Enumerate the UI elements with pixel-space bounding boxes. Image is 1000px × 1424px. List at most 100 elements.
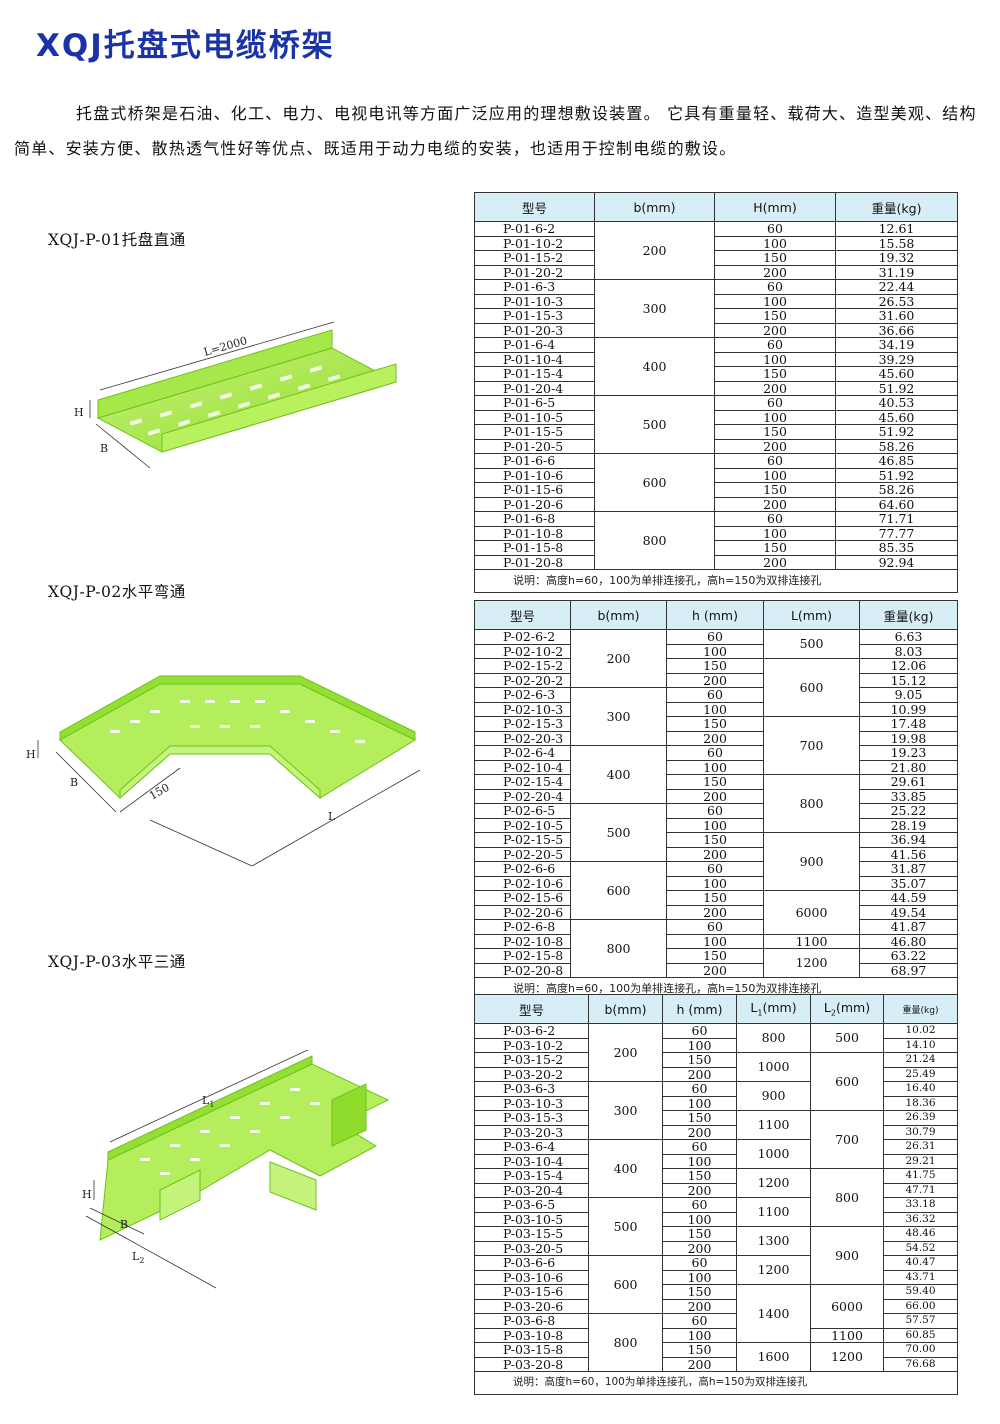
weight-cell: 76.68 [883, 1356, 958, 1372]
weight-cell: 77.77 [835, 525, 958, 541]
weight-cell: 59.40 [883, 1284, 958, 1300]
weight-cell: 34.19 [835, 337, 958, 353]
column-header: H(mm) [714, 192, 836, 222]
tee-right-inner-wall [269, 1161, 317, 1211]
model-cell: P-03-15-5 [474, 1226, 589, 1242]
model-cell: P-01-6-4 [474, 337, 595, 353]
weight-cell: 44.59 [859, 890, 958, 906]
column-header: 型号 [474, 600, 571, 630]
weight-cell: 19.32 [835, 250, 958, 266]
product-label-p01: XQJ-P-01托盘直通 [48, 231, 186, 249]
model-cell: P-01-20-5 [474, 438, 595, 454]
height-cell: 60 [662, 1023, 737, 1039]
weight-cell: 46.80 [859, 933, 958, 949]
height-cell: 60 [714, 279, 836, 295]
weight-cell: 33.18 [883, 1197, 958, 1213]
l1-cell: 800 [736, 1023, 811, 1053]
model-cell: P-02-6-5 [474, 803, 571, 819]
model-cell: P-03-6-4 [474, 1139, 589, 1155]
length-cell: 600 [763, 658, 860, 717]
column-header: L2(mm) [810, 994, 884, 1024]
tee-l1-label: L1 [202, 1094, 214, 1109]
model-cell: P-03-10-3 [474, 1095, 589, 1111]
model-cell: P-03-15-8 [474, 1342, 589, 1358]
width-cell: 600 [570, 861, 667, 920]
l1-cell: 900 [736, 1081, 811, 1111]
weight-cell: 26.39 [883, 1110, 958, 1126]
height-cell: 60 [666, 687, 764, 703]
table-note: 说明：高度h=60，100为单排连接孔，高h=150为双排连接孔 [474, 569, 958, 593]
height-cell: 200 [662, 1182, 737, 1198]
note-row: 说明：高度h=60，100为单排连接孔，高h=150为双排连接孔 [474, 569, 958, 593]
height-cell: 60 [662, 1197, 737, 1213]
height-cell: 100 [714, 409, 836, 425]
column-header: L1(mm) [736, 994, 811, 1024]
column-header: h (mm) [666, 600, 764, 630]
height-cell: 150 [662, 1168, 737, 1184]
weight-cell: 64.60 [835, 496, 958, 512]
model-cell: P-02-10-2 [474, 643, 571, 659]
model-cell: P-02-6-3 [474, 687, 571, 703]
height-cell: 150 [666, 890, 764, 906]
elbow-outer-wall [59, 675, 416, 741]
l2-cell: 600 [810, 1052, 884, 1111]
l2-cell: 700 [810, 1110, 884, 1169]
width-cell: 300 [588, 1081, 663, 1140]
model-cell: P-02-15-6 [474, 890, 571, 906]
product-label-p03: XQJ-P-03水平三通 [48, 953, 186, 971]
height-cell: 200 [666, 672, 764, 688]
width-cell: 500 [588, 1197, 663, 1256]
model-cell: P-03-6-3 [474, 1081, 589, 1097]
horizontal-elbow-illustration: H B 150 L [26, 675, 420, 867]
model-cell: P-03-10-4 [474, 1153, 589, 1169]
height-cell: 60 [714, 221, 836, 237]
length-cell: 500 [763, 629, 860, 659]
weight-cell: 60.85 [883, 1327, 958, 1343]
weight-cell: 31.87 [859, 861, 958, 877]
height-cell: 200 [662, 1240, 737, 1256]
weight-cell: 15.58 [835, 235, 958, 251]
l1-cell: 1000 [736, 1052, 811, 1082]
width-cell: 600 [588, 1255, 663, 1314]
height-cell: 150 [662, 1110, 737, 1126]
height-cell: 200 [662, 1356, 737, 1372]
model-cell: P-02-6-4 [474, 745, 571, 761]
height-cell: 100 [662, 1095, 737, 1111]
model-cell: P-02-10-3 [474, 701, 571, 717]
weight-cell: 57.57 [883, 1313, 958, 1329]
elbow-inner-wall [119, 745, 321, 800]
model-cell: P-01-20-2 [474, 264, 595, 280]
model-cell: P-02-15-5 [474, 832, 571, 848]
height-cell: 100 [714, 293, 836, 309]
l2-cell: 900 [810, 1226, 884, 1285]
weight-cell: 18.36 [883, 1095, 958, 1111]
weight-cell: 45.60 [835, 409, 958, 425]
height-cell: 60 [666, 629, 764, 645]
weight-cell: 12.61 [835, 221, 958, 237]
model-cell: P-03-6-6 [474, 1255, 589, 1271]
tray-front-wall [161, 363, 397, 453]
column-header: L(mm) [763, 600, 860, 630]
weight-cell: 10.02 [883, 1023, 958, 1039]
column-header: b(mm) [570, 600, 667, 630]
